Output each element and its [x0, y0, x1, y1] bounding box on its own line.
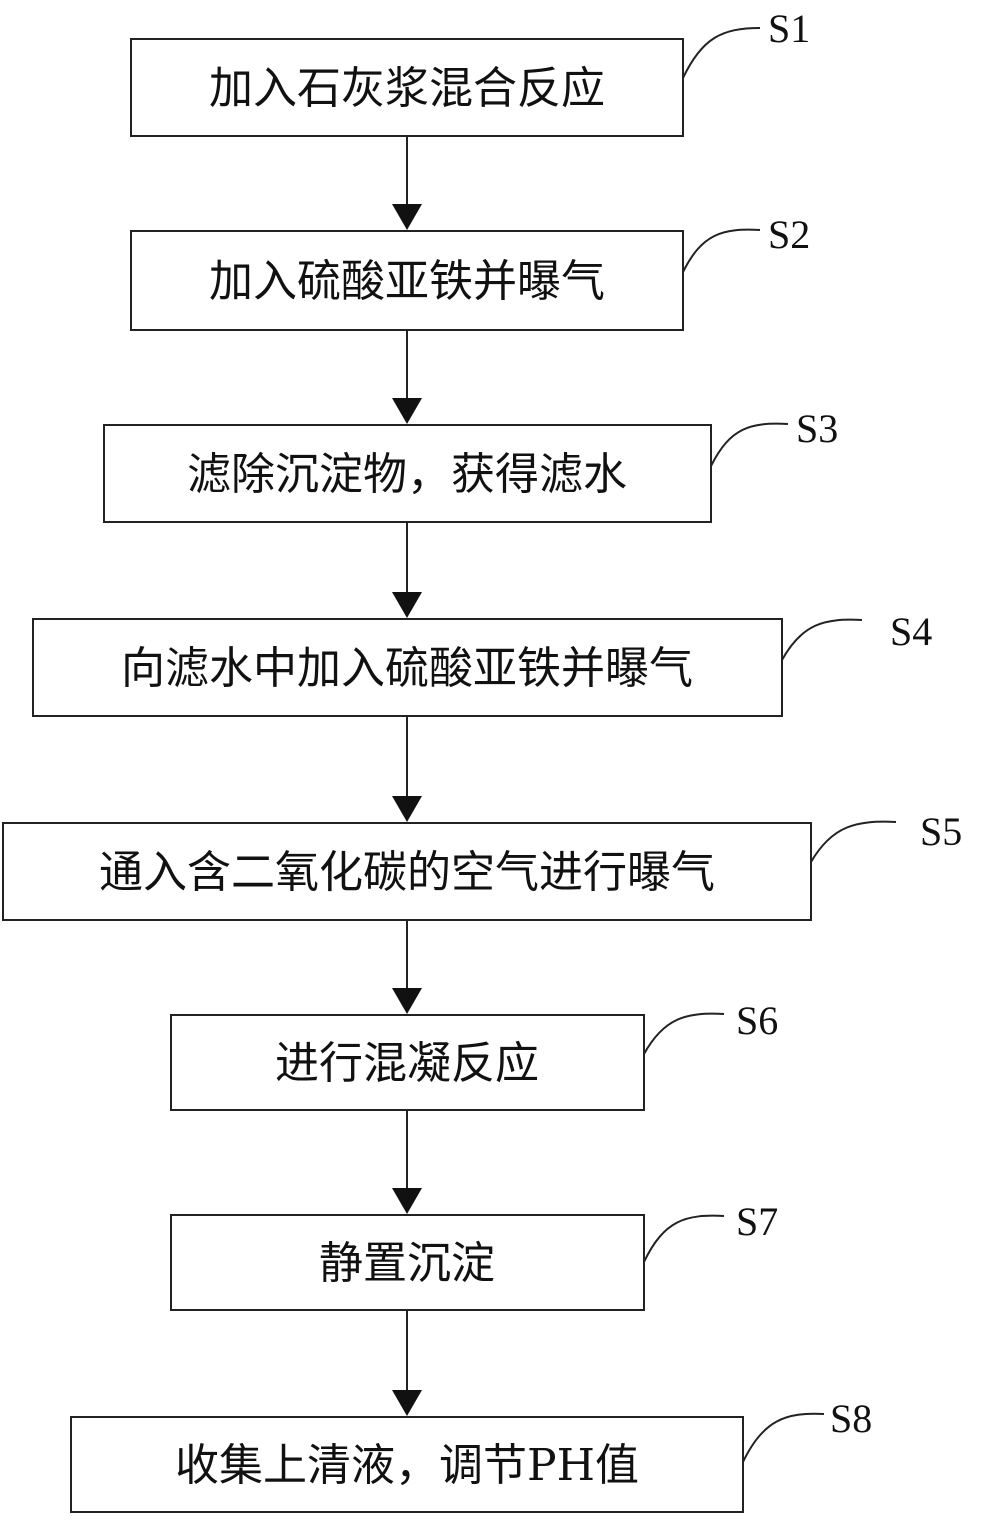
arrow-down-icon — [392, 988, 422, 1014]
step-text: 加入石灰浆混合反应 — [209, 63, 605, 114]
step-s1: 加入石灰浆混合反应 S1 — [130, 6, 810, 137]
step-text: 进行混凝反应 — [275, 1038, 539, 1089]
step-id: S6 — [736, 998, 778, 1043]
step-s4: 向滤水中加入硫酸亚铁并曝气 S4 — [32, 609, 932, 717]
step-box — [2, 822, 812, 921]
step-text: 加入硫酸亚铁并曝气 — [209, 256, 605, 307]
arrow-down-icon — [392, 592, 422, 618]
step-leader — [710, 422, 789, 467]
connectors — [392, 136, 422, 1416]
step-box — [32, 618, 783, 717]
step-text: 向滤水中加入硫酸亚铁并曝气 — [121, 643, 693, 694]
step-leader — [643, 1214, 725, 1263]
step-box — [130, 38, 684, 137]
step-text: 静置沉淀 — [319, 1238, 495, 1289]
arrow-down-icon — [392, 1390, 422, 1416]
step-s5: 通入含二氧化碳的空气进行曝气 S5 — [2, 809, 962, 921]
step-id: S8 — [830, 1396, 872, 1441]
step-s2: 加入硫酸亚铁并曝气 S2 — [130, 212, 810, 331]
arrow-down-icon — [392, 796, 422, 822]
step-id: S3 — [796, 406, 838, 451]
step-id: S5 — [920, 809, 962, 854]
step-text: 滤除沉淀物，获得滤水 — [187, 449, 627, 500]
step-leader — [810, 820, 897, 863]
step-id: S4 — [890, 609, 932, 654]
step-s3: 滤除沉淀物，获得滤水 S3 — [103, 406, 838, 523]
step-s6: 进行混凝反应 S6 — [170, 998, 778, 1111]
arrow-down-icon — [392, 1188, 422, 1214]
arrow-down-icon — [392, 204, 422, 230]
step-leader — [682, 228, 761, 273]
step-text: 收集上清液，调节PH值 — [175, 1440, 639, 1491]
step-s7: 静置沉淀 S7 — [170, 1199, 778, 1311]
step-box — [130, 230, 684, 331]
step-id: S1 — [768, 6, 810, 51]
step-box — [170, 1214, 645, 1311]
step-text: 通入含二氧化碳的空气进行曝气 — [99, 847, 715, 898]
step-leader — [643, 1012, 725, 1055]
step-box — [70, 1416, 744, 1513]
step-id: S2 — [768, 212, 810, 257]
step-id: S7 — [736, 1199, 778, 1244]
step-leader — [742, 1412, 825, 1463]
step-box — [103, 424, 712, 523]
step-leader — [781, 618, 863, 661]
arrow-down-icon — [392, 398, 422, 424]
step-box — [170, 1014, 645, 1111]
step-s8: 收集上清液，调节PH值 S8 — [70, 1396, 872, 1513]
step-leader — [682, 27, 761, 79]
